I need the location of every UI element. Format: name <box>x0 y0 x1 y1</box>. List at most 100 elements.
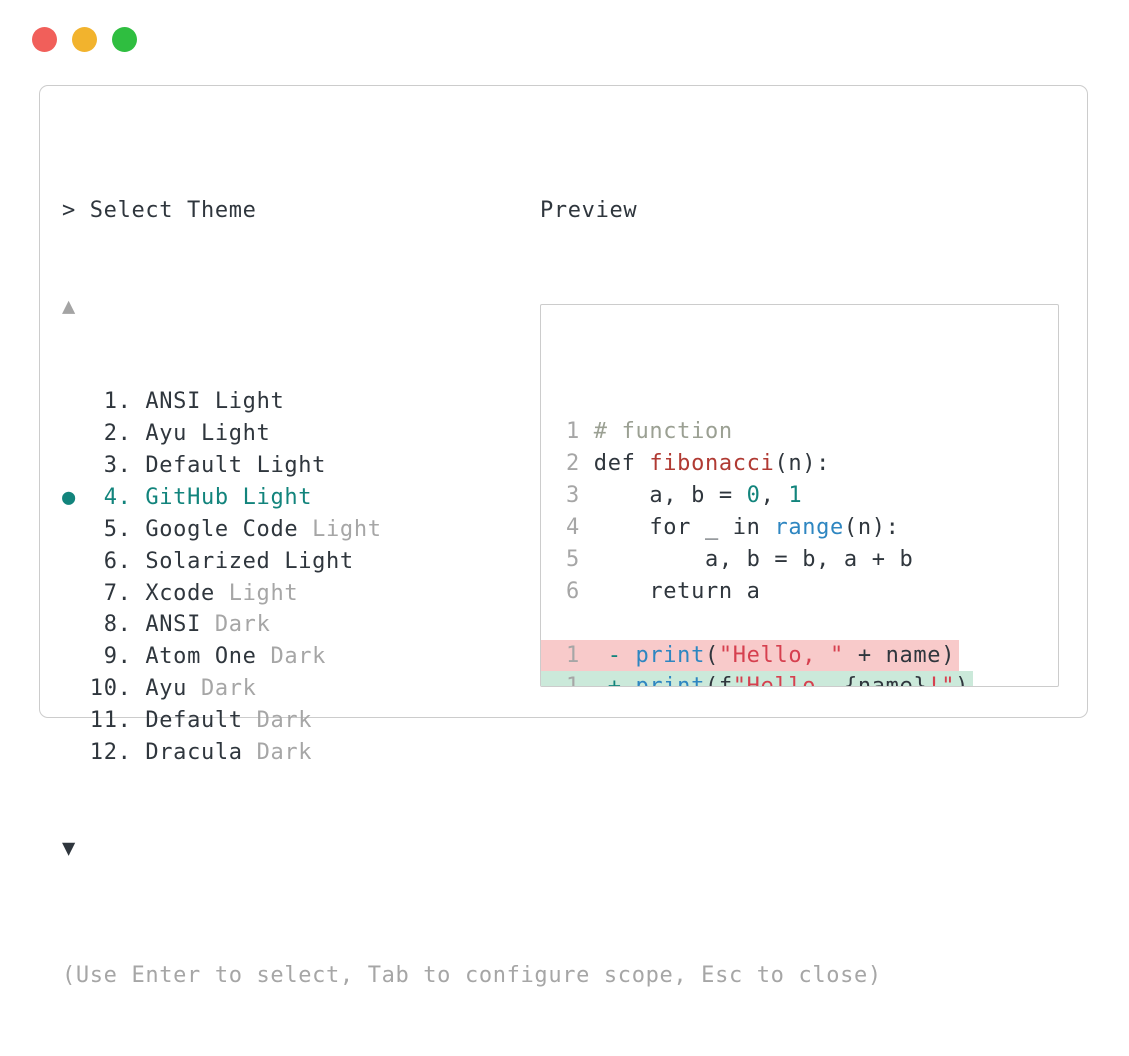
code-token: a, b = <box>593 483 747 509</box>
theme-option-xcode-light[interactable]: 7. Xcode Light <box>62 578 882 610</box>
gutter <box>62 676 90 701</box>
code-token: (n): <box>843 515 900 540</box>
window-controls <box>32 27 137 52</box>
code-token: , <box>760 483 789 509</box>
theme-option-ansi-dark[interactable]: 8. ANSI Dark <box>62 609 882 641</box>
code-token: return a <box>593 578 761 604</box>
code-token: print <box>635 642 705 668</box>
theme-number: 6. <box>89 548 146 574</box>
theme-name: ANSI <box>145 612 201 638</box>
code-token: ( <box>704 642 719 668</box>
code-line: 3 a, b = 0, 1 <box>541 480 1058 512</box>
gutter <box>62 517 90 542</box>
theme-option-google-code-light[interactable]: 5. Google Code Light <box>62 514 882 546</box>
code-token: "Hello, " <box>718 642 844 668</box>
code-line: 5 a, b = b, a + b <box>541 544 1058 576</box>
preview-label: Preview <box>540 197 638 223</box>
code-token: "Hello, <box>733 674 844 685</box>
code-line-diff-removed: 1 - print("Hello, " + name) <box>541 639 960 672</box>
code-token: range <box>774 515 844 540</box>
code-token: (f <box>705 674 733 685</box>
code-token: fibonacci <box>649 451 775 477</box>
theme-name: Ayu <box>145 421 188 447</box>
theme-option-ansi-light[interactable]: 1. ANSI Light <box>62 386 882 418</box>
theme-number: 2. <box>89 421 146 447</box>
line-number: 1 <box>566 674 594 685</box>
keyboard-hint: (Use Enter to select, Tab to configure s… <box>62 963 882 989</box>
theme-variant: Light <box>200 389 285 415</box>
gutter <box>62 549 90 574</box>
gutter <box>62 453 90 478</box>
line-number: 1 <box>566 642 594 668</box>
theme-option-atom-one-dark[interactable]: 9. Atom One Dark <box>62 641 882 673</box>
scroll-up-indicator[interactable]: ▲ <box>62 293 76 319</box>
code-line: 2 def fibonacci(n): <box>541 448 1058 480</box>
theme-number: 7. <box>89 580 146 606</box>
theme-option-ayu-dark[interactable]: 10. Ayu Dark <box>62 673 882 705</box>
code-line: 1 # function <box>541 416 1058 448</box>
code-token: # function <box>593 419 733 445</box>
code-token: !" <box>927 674 955 685</box>
theme-number: 4. <box>89 484 146 510</box>
theme-list: 1. ANSI Light 2. Ayu Light 3. Default Li… <box>62 386 882 769</box>
theme-variant: Dark <box>242 740 313 766</box>
line-number: 6 <box>566 578 594 604</box>
theme-name: Xcode <box>145 580 215 606</box>
code-token: def <box>593 451 650 477</box>
theme-variant: Dark <box>200 612 271 638</box>
theme-variant: Light <box>187 421 271 447</box>
selected-bullet: ● <box>62 484 90 510</box>
theme-option-ayu-light[interactable]: 2. Ayu Light <box>62 418 882 450</box>
zoom-button[interactable] <box>112 27 137 52</box>
code-blank-line <box>541 608 1058 640</box>
theme-number: 8. <box>89 612 146 638</box>
theme-variant: Light <box>214 580 299 606</box>
theme-name: Atom One <box>145 644 257 670</box>
theme-name: Default <box>145 453 243 478</box>
line-number: 3 <box>566 483 594 509</box>
scroll-down-indicator[interactable]: ▼ <box>62 835 76 861</box>
code-line-diff-added: 1 + print(f"Hello, {name}!") <box>541 671 974 686</box>
theme-name: GitHub <box>145 484 229 510</box>
theme-number: 1. <box>89 389 146 415</box>
theme-option-default-light[interactable]: 3. Default Light <box>62 450 882 482</box>
line-number: 1 <box>566 419 594 445</box>
theme-name: Ayu <box>145 676 188 702</box>
gutter <box>62 708 90 733</box>
theme-number: 9. <box>89 644 146 670</box>
code-token: 0 <box>746 483 761 509</box>
code-line: 6 return a <box>541 576 1058 608</box>
theme-selector-panel: > Select Theme ▲ 1. ANSI Light 2. Ayu Li… <box>39 85 1088 988</box>
theme-option-github-light[interactable]: ● 4. GitHub Light <box>62 482 882 514</box>
minimize-button[interactable] <box>72 27 97 52</box>
theme-variant: Dark <box>256 644 327 670</box>
line-number: 5 <box>566 546 594 572</box>
theme-name: Solarized <box>145 548 271 574</box>
code-token: 1 <box>788 483 803 509</box>
code-token: print <box>635 674 704 685</box>
theme-variant: Light <box>298 516 382 542</box>
gutter <box>62 740 90 765</box>
close-button[interactable] <box>32 27 57 52</box>
theme-option-solarized-light[interactable]: 6. Solarized Light <box>62 546 882 578</box>
code-token: ) <box>955 674 969 685</box>
theme-name: Default <box>145 708 243 734</box>
code-token: a, b = b, a + b <box>593 546 914 572</box>
theme-number: 10. <box>89 676 146 702</box>
gutter <box>62 581 90 606</box>
code-token: - <box>593 642 636 668</box>
theme-name: ANSI <box>145 389 201 415</box>
gutter <box>62 612 90 637</box>
theme-variant: Dark <box>242 708 313 734</box>
theme-name: Google Code <box>145 516 299 542</box>
theme-variant: Light <box>242 453 327 478</box>
theme-name: Dracula <box>145 740 243 766</box>
theme-option-default-dark[interactable]: 11. Default Dark <box>62 705 882 737</box>
theme-number: 3. <box>89 453 146 478</box>
gutter <box>62 389 90 414</box>
code-token: for _ in <box>593 515 775 540</box>
theme-number: 11. <box>89 708 146 734</box>
